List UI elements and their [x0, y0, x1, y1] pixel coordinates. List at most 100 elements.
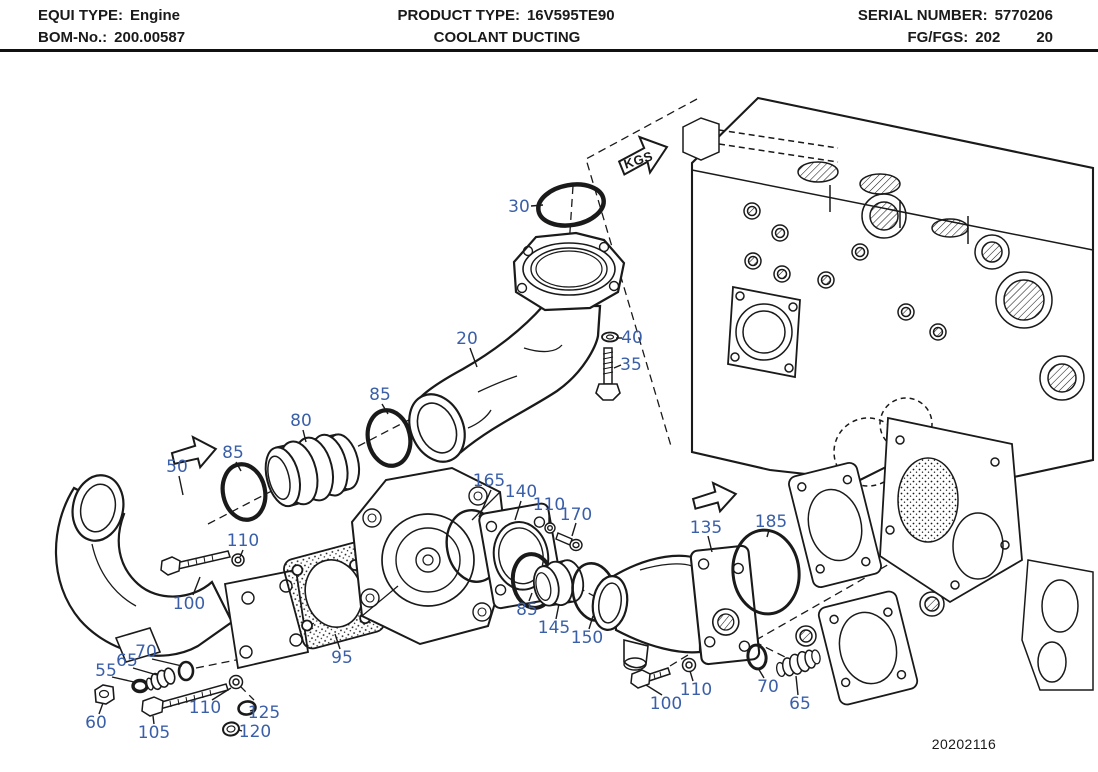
equi-type-value: Engine: [130, 7, 181, 24]
o-ring-185-drawing: [731, 528, 801, 616]
part-callout-110: 110: [189, 698, 221, 718]
part-callout-85: 85: [369, 385, 391, 405]
part-callout-60: 60: [85, 713, 107, 733]
bolt-100-washer-110-left: [141, 674, 244, 717]
callout-leader-85: [528, 592, 533, 602]
callout-leader-135: [707, 535, 713, 553]
part-callout-20: 20: [456, 329, 478, 349]
washer-110-screw-170-drawing: [544, 522, 583, 552]
part-callout-100: 100: [650, 694, 682, 714]
part-callout-125: 125: [248, 703, 280, 723]
callout-leader-65: [795, 675, 799, 696]
part-callout-110: 110: [680, 680, 712, 700]
hardware-bottom-right: [630, 643, 821, 689]
bom-no-field: BOM-No.: 200.00587: [38, 29, 185, 46]
hardware-bottom-left: [94, 660, 257, 737]
fg-fgs-value2: 20: [1036, 29, 1053, 46]
page-title: COOLANT DUCTING: [0, 29, 1014, 46]
part-callout-95: 95: [331, 648, 353, 668]
gasket-plate-b: [879, 416, 1023, 604]
callout-leader-35: [613, 364, 622, 369]
callout-leader-55: [111, 676, 135, 683]
part-callout-40: 40: [621, 328, 643, 348]
callout-leader-20: [469, 347, 478, 368]
part-callout-70: 70: [757, 677, 779, 697]
serial-number-label: SERIAL NUMBER:: [857, 7, 988, 24]
header-divider: [0, 49, 1098, 52]
direction-arrow-right: [691, 481, 738, 514]
callout-leader-110: [239, 549, 244, 558]
part-callout-145: 145: [538, 618, 570, 638]
callout-leader-70: [757, 667, 765, 679]
part-callout-55: 55: [95, 661, 117, 681]
part-callout-170: 170: [560, 505, 592, 525]
callout-leader-100: [645, 684, 663, 696]
callout-leader-100: [192, 576, 201, 596]
central-housing-drawing: [350, 466, 510, 646]
callout-leader-140: [514, 500, 522, 521]
serial-number-value: 5770206: [994, 7, 1053, 24]
kgs-flag: KGS: [617, 135, 669, 176]
bom-no-value: 200.00587: [114, 29, 186, 46]
part-callout-85: 85: [222, 443, 244, 463]
part-callout-65: 65: [789, 694, 811, 714]
product-type-field: PRODUCT TYPE:16V595TE90: [0, 7, 1012, 24]
part-callout-165: 165: [473, 471, 505, 491]
part-callout-120: 120: [239, 722, 271, 742]
fg-fgs-value: 202: [975, 29, 1001, 46]
fg-fgs-label: FG/FGS:: [907, 29, 969, 46]
callout-leader-120: [238, 729, 243, 732]
part-callout-70: 70: [135, 642, 157, 662]
part-callout-50: 50: [166, 457, 188, 477]
equi-type-label: EQUI TYPE:: [38, 7, 124, 24]
washer-40-bolt-35-drawing: [595, 331, 621, 401]
coupling-80-drawing: [264, 433, 361, 508]
fg-fgs-field: FG/FGS: 202 20: [907, 29, 1053, 46]
callout-leader-105: [152, 715, 155, 725]
part-callout-80: 80: [290, 411, 312, 431]
duct-20-flange: [512, 231, 626, 312]
part-callout-30: 30: [508, 197, 530, 217]
part-callout-65: 65: [116, 651, 138, 671]
callout-leader-85: [381, 403, 389, 415]
callout-leader-80: [302, 429, 307, 443]
part-callout-185: 185: [755, 512, 787, 532]
bolt-100-washer-110-upper: [160, 550, 245, 576]
equi-type-field: EQUI TYPE: Engine: [38, 7, 180, 24]
callout-leader-70: [151, 658, 183, 667]
engine-block-drawing: [682, 96, 1095, 706]
callout-leader-150: [588, 615, 594, 630]
elbow-duct-135-drawing: [591, 544, 761, 671]
callout-leader-95: [334, 633, 341, 650]
part-callout-135: 135: [690, 518, 722, 538]
callout-leader-85: [235, 461, 242, 472]
callout-leader-30: [530, 204, 544, 207]
callout-leader-170: [571, 522, 577, 537]
serial-number-field: SERIAL NUMBER: 5770206: [858, 7, 1053, 24]
part-callout-110: 110: [533, 495, 565, 515]
product-type-value: 16V595TE90: [526, 7, 615, 24]
part-callout-85: 85: [516, 600, 538, 620]
direction-arrow-left: [170, 435, 218, 470]
part-callout-35: 35: [620, 355, 642, 375]
part-callout-140: 140: [505, 482, 537, 502]
bom-no-label: BOM-No.:: [38, 29, 108, 46]
part-callout-110: 110: [227, 531, 259, 551]
part-callout-150: 150: [571, 628, 603, 648]
duct-20-drawing: [408, 231, 626, 463]
drawing-number: 20202116: [931, 736, 997, 752]
gasket-plate-c: [817, 590, 919, 706]
o-ring-85-mid-drawing: [365, 408, 413, 468]
callout-leader-65: [132, 667, 158, 676]
o-ring-30-drawing: [536, 182, 606, 228]
subtitle-text: COOLANT DUCTING: [433, 29, 581, 46]
callout-leader-165: [478, 489, 492, 518]
callout-leader-145: [555, 603, 560, 620]
callout-leader-185: [766, 529, 770, 538]
callout-leader-110: [211, 687, 232, 701]
callout-leader-60: [98, 702, 104, 715]
part-callout-105: 105: [138, 723, 170, 743]
